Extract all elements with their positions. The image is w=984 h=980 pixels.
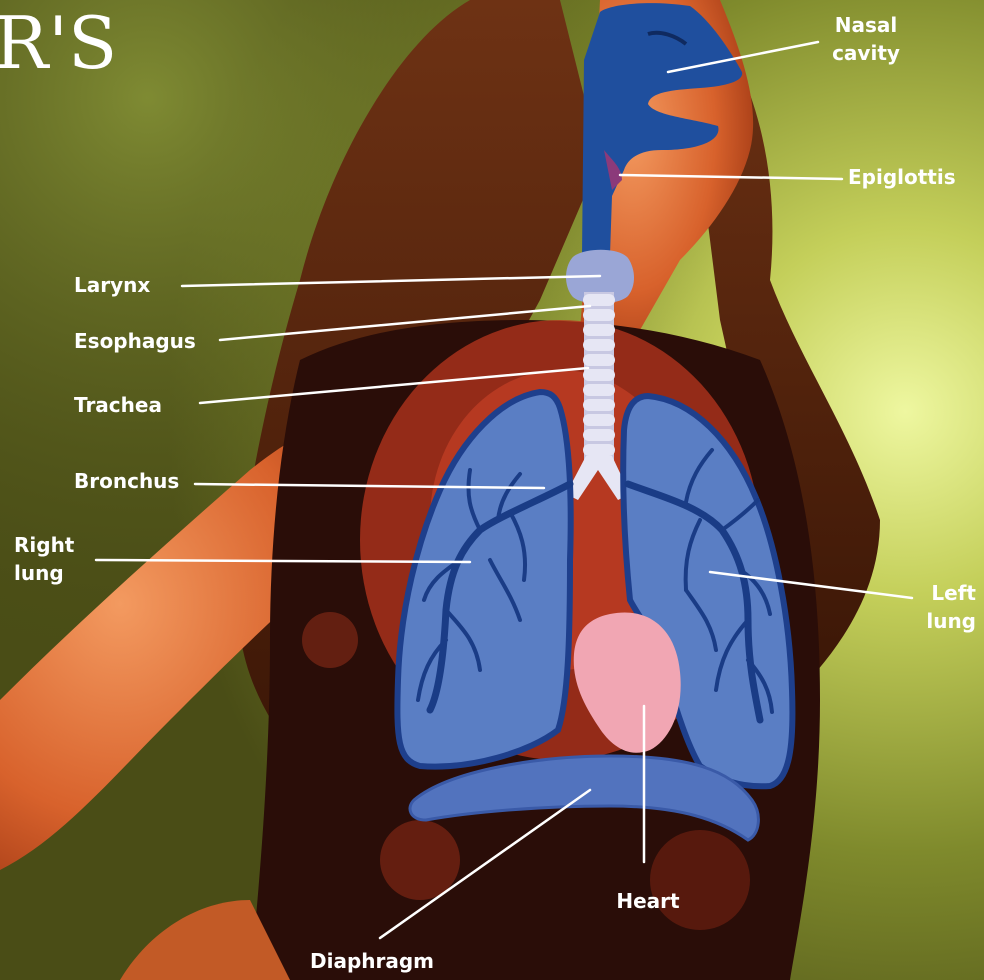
label-diaphragm: Diaphragm (310, 949, 434, 973)
label-nasal-cavity-line1: Nasal (835, 13, 898, 37)
brand-fragment-text: R'S (0, 1, 117, 85)
label-heart: Heart (616, 889, 680, 913)
label-esophagus: Esophagus (74, 329, 196, 353)
label-right-lung-line1: Right (14, 533, 75, 557)
label-left-lung-line2: lung (926, 609, 976, 633)
label-right-lung-line2: lung (14, 561, 64, 585)
label-trachea: Trachea (74, 393, 162, 417)
label-larynx: Larynx (74, 273, 150, 297)
label-bronchus: Bronchus (74, 469, 179, 493)
label-epiglottis: Epiglottis (848, 165, 956, 189)
label-nasal-cavity-line2: cavity (832, 41, 900, 65)
label-left-lung-line1: Left (931, 581, 976, 605)
